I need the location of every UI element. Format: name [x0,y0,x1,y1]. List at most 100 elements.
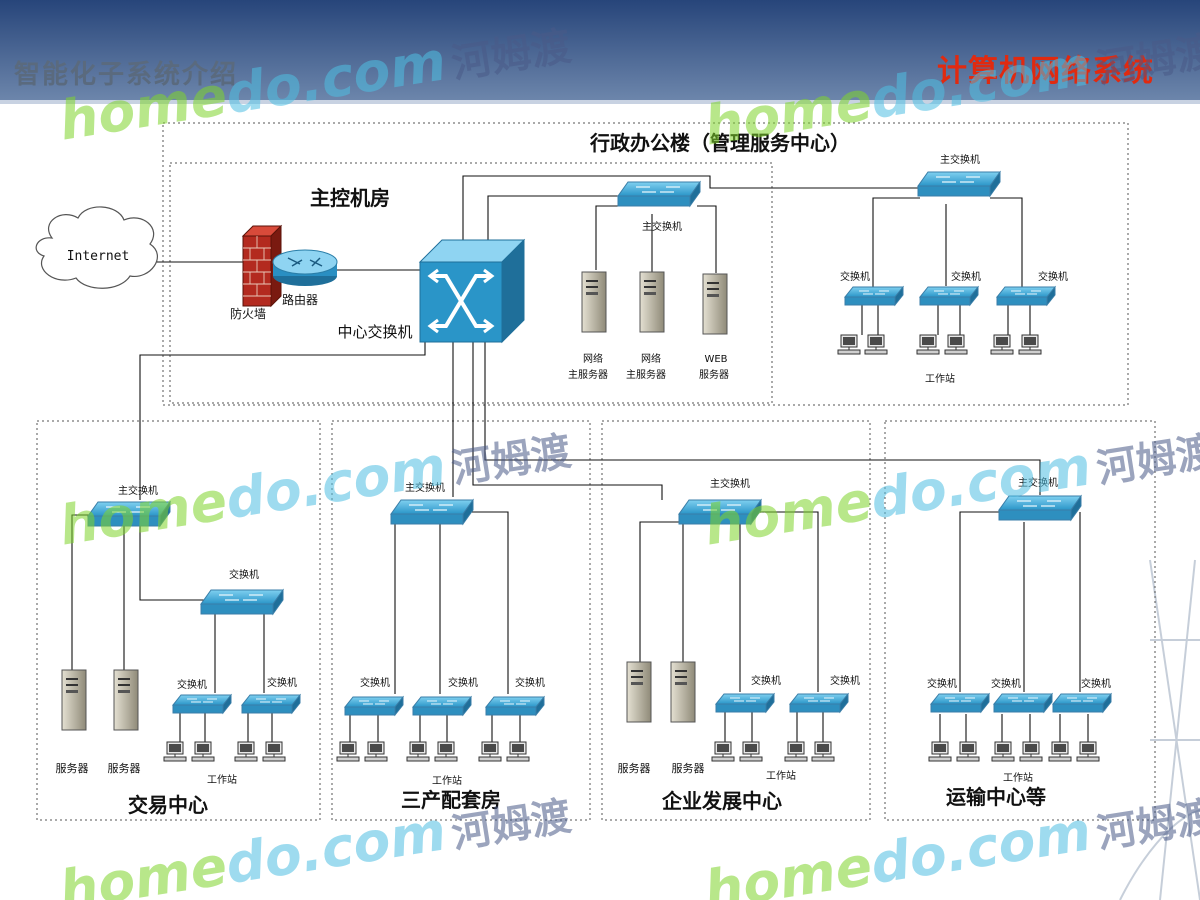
transport-sub-switch-1-label: 交换机 [927,677,957,690]
enterprise-pc-1-icon [711,741,735,762]
region-tertiary-housing [331,420,591,821]
trading-server-1-icon [61,669,87,731]
trading-server-2-icon [113,669,139,731]
trading-main-switch-icon [87,501,171,527]
enterprise-workstation-label: 工作站 [766,769,796,782]
tertiary-housing-title: 三产配套房 [401,788,501,812]
tertiary-sub-switch-3-label: 交换机 [515,676,545,689]
network-links [71,175,1089,742]
firewall-label: 防火墙 [230,306,266,321]
enterprise-server-1-label: 服务器 [618,762,651,775]
trading-sub-switch-1-icon [172,694,232,714]
transport-pc-3-icon [991,741,1015,762]
internet-cloud [35,206,158,289]
web-server-icon [702,273,728,335]
transport-center-title: 运输中心等 [946,785,1046,809]
transport-pc-2-icon [956,741,980,762]
trading-sub-switch-2-label: 交换机 [267,676,297,689]
tertiary-sub-switch-1-label: 交换机 [360,676,390,689]
tertiary-pc-3-icon [406,741,430,762]
transport-pc-1-icon [928,741,952,762]
region-trading-center [36,420,321,821]
enterprise-pc-2-icon [739,741,763,762]
trading-pc-3-icon [234,741,258,762]
transport-sub-switch-2-icon [993,693,1053,713]
tertiary-main-switch-label: 主交换机 [405,481,445,494]
tertiary-pc-2-icon [364,741,388,762]
admin-switch-2-icon [919,286,979,306]
trading-pc-1-icon [163,741,187,762]
admin-workstation-label: 工作站 [925,372,955,385]
admin-switch-1-label: 交换机 [840,270,870,283]
admin-switch-3-icon [996,286,1056,306]
tertiary-pc-4-icon [434,741,458,762]
transport-sub-switch-2-label: 交换机 [991,677,1021,690]
admin-pc-6-icon [1018,334,1042,355]
transport-pc-6-icon [1076,741,1100,762]
enterprise-server-1-icon [626,661,652,723]
tertiary-sub-switch-2-label: 交换机 [448,676,478,689]
admin-main-switch-label: 主交换机 [642,220,682,233]
header-right-title: 计算机网络系统 [937,54,1154,89]
region-transport-center [884,420,1156,821]
enterprise-server-2-icon [670,661,696,723]
header-band [0,0,1200,104]
admin-switch-2-label: 交换机 [951,270,981,283]
region-control-room [169,162,773,404]
control-room-title: 主控机房 [310,186,390,210]
enterprise-center-title: 企业发展中心 [661,789,782,813]
enterprise-main-switch-icon [678,499,762,525]
tertiary-pc-6-icon [506,741,530,762]
enterprise-sub-switch-2-label: 交换机 [830,674,860,687]
web-server-label-2: 服务器 [699,368,729,381]
trading-switch-icon [200,589,284,615]
enterprise-pc-4-icon [811,741,835,762]
enterprise-pc-3-icon [784,741,808,762]
trading-server-1-label: 服务器 [56,762,89,775]
net-server-2-icon [639,271,665,333]
tertiary-workstation-label: 工作站 [432,774,462,787]
tertiary-sub-switch-2-icon [412,696,472,716]
internet-label: Internet [67,249,130,264]
trading-sub-switch-2-icon [241,694,301,714]
core-switch-icon [418,238,526,344]
admin-pc-5-icon [990,334,1014,355]
transport-sub-switch-3-icon [1052,693,1112,713]
router-icon [272,249,338,286]
tertiary-pc-1-icon [336,741,360,762]
admin-pc-1-icon [837,334,861,355]
router-label: 路由器 [282,292,318,307]
admin-building-title: 行政办公楼（管理服务中心） [589,131,850,155]
tertiary-main-switch-icon [390,499,474,525]
trading-switch-label: 交换机 [229,568,259,581]
net-server-1-label-1: 网络 [583,352,603,365]
web-server-label-1: WEB [704,354,727,365]
header-left-title: 智能化子系统介绍 [14,60,239,90]
region-enterprise-center [601,420,871,821]
net-server-2-label-2: 主服务器 [626,368,666,381]
enterprise-server-2-label: 服务器 [672,762,705,775]
region-admin-building [162,122,1129,406]
transport-pc-4-icon [1019,741,1043,762]
transport-sub-switch-3-label: 交换机 [1081,677,1111,690]
admin-pc-3-icon [916,334,940,355]
admin-right-main-switch-label: 主交换机 [940,153,980,166]
transport-main-switch-label: 主交换机 [1018,476,1058,489]
enterprise-sub-switch-1-label: 交换机 [751,674,781,687]
trading-pc-2-icon [191,741,215,762]
admin-switch-1-icon [844,286,904,306]
admin-main-switch-icon [617,181,701,207]
trading-main-switch-label: 主交换机 [118,484,158,497]
admin-right-main-switch-icon [917,171,1001,197]
enterprise-sub-switch-1-icon [715,693,775,713]
admin-switch-3-label: 交换机 [1038,270,1068,283]
transport-main-switch-icon [998,495,1082,521]
trading-pc-4-icon [262,741,286,762]
transport-workstation-label: 工作站 [1003,771,1033,784]
admin-pc-4-icon [944,334,968,355]
transport-pc-5-icon [1048,741,1072,762]
enterprise-main-switch-label: 主交换机 [710,477,750,490]
transport-sub-switch-1-icon [930,693,990,713]
